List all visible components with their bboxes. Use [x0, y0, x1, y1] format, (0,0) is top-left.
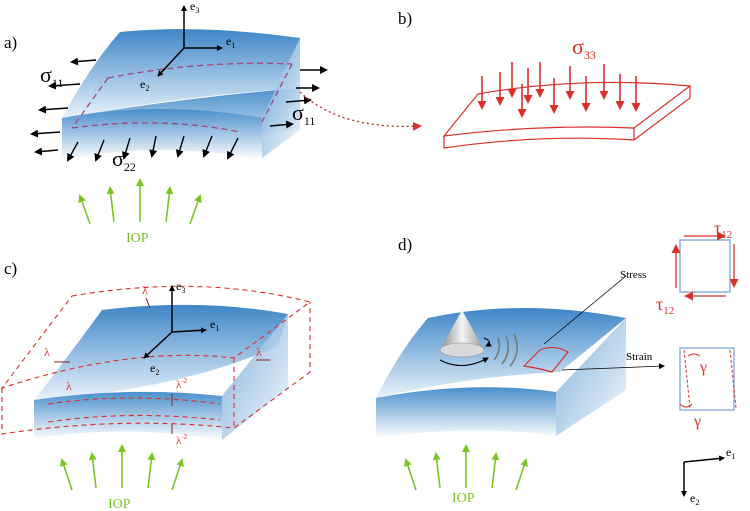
- panel-a-sigma11-left: σ11: [40, 62, 63, 90]
- panel-d-gamma-arc-top: [687, 353, 701, 357]
- panel-d-tau-bottom: τ12: [656, 294, 674, 317]
- panel-a-label: a): [4, 33, 17, 52]
- panel-c-lambda-left: λ: [44, 345, 50, 359]
- panel-b-sigma33-arrows: [477, 62, 641, 118]
- panel-a-sigma11-right: σ11: [292, 100, 315, 128]
- panel-a-e2-label: e2: [140, 77, 149, 93]
- panel-b-label: b): [398, 9, 412, 28]
- panel-a-sigma11-right-arrows: [269, 66, 328, 129]
- panel-d-e2-label: e2: [690, 491, 699, 507]
- panel-d-stress-square: [679, 239, 731, 293]
- panel-c-e2-label: e2: [150, 361, 159, 377]
- panel-a: a) e3 e1 e2: [4, 0, 422, 246]
- panel-c-iop-label: IOP: [108, 497, 131, 511]
- panel-d-e1-label: e1: [726, 445, 735, 461]
- panel-d-slab-right: [556, 318, 626, 436]
- panel-a-slab-bottom-front: [62, 109, 262, 160]
- panel-a-iop-label: IOP: [126, 231, 149, 246]
- panel-c-slab-top: [34, 304, 288, 400]
- panel-a-e3-label: e3: [190, 0, 199, 15]
- panel-c-axis-e2: [143, 331, 173, 359]
- panel-c-slab-front: [34, 391, 222, 440]
- panel-d-axis-e1: [683, 455, 725, 463]
- panel-d-slab-top: [376, 308, 626, 398]
- panel-d-gamma-arc-bottom: [679, 403, 693, 408]
- panel-d-stress-label: Stress: [620, 269, 646, 281]
- panel-d-label: d): [398, 235, 412, 254]
- panel-c-lambda-right: λ: [256, 345, 262, 359]
- panel-a-iop-arrows: [78, 178, 202, 225]
- panel-a-midsurface-dashed: [71, 62, 293, 133]
- panel-d-slab-front: [376, 387, 556, 438]
- panel-d-stress-leader: [543, 275, 627, 345]
- panel-a-sigma22: σ22: [112, 146, 136, 174]
- panel-c-lambda-top: λ: [142, 283, 148, 297]
- panel-a-axis-e2: [157, 47, 185, 77]
- panel-c-lambda-arrows: [54, 297, 270, 434]
- panel-d-shear-waves: [493, 333, 518, 367]
- panel-c-e3-label: e3: [176, 279, 185, 295]
- panel-c-lambda-inv2-upper: λ-2: [176, 377, 188, 391]
- panel-d-tau-top: τ12: [714, 218, 732, 241]
- panel-c: c) e3 e1 e2 λ λ λ λ: [0, 259, 312, 511]
- panel-d-strain-label: Strain: [626, 351, 653, 363]
- panel-c-axis-e1: [171, 327, 207, 334]
- panel-d-rotation-arrow-back: [483, 337, 492, 347]
- panel-d-cone-base: [439, 342, 485, 358]
- panel-d-strain-square: [679, 347, 735, 411]
- panel-b-sigma33: σ33: [572, 34, 596, 62]
- panel-d-strain-sheared: [683, 349, 737, 409]
- panel-d-material-element: [522, 346, 569, 373]
- panel-d: d) Stress Strain τ12: [376, 218, 739, 507]
- panel-c-lambda-front: λ: [66, 379, 72, 393]
- panel-c-deformed-outline: [0, 285, 312, 435]
- panel-a-slab-top: [62, 29, 300, 118]
- panel-d-iop-arrows: [404, 444, 528, 491]
- panel-c-e1-label: e1: [210, 317, 219, 333]
- panel-a-sigma22-arrows: [67, 135, 239, 162]
- panel-d-rotation-arrow-front: [439, 357, 489, 366]
- panel-b: b) σ33: [398, 9, 692, 149]
- panel-a-midsurface-edge: [71, 77, 109, 129]
- panel-c-slab-right: [222, 314, 288, 440]
- panel-a-to-b-connector: [299, 91, 422, 131]
- panel-d-strain-leader: [561, 363, 665, 371]
- panel-c-label: c): [4, 259, 17, 278]
- panel-d-iop-label: IOP: [452, 491, 475, 506]
- panel-a-sigma11-left-arrows: [30, 57, 97, 156]
- panel-c-lambda-inv2-lower: λ-2: [176, 433, 188, 447]
- panel-c-iop-arrows: [60, 444, 184, 491]
- panel-a-e1-label: e1: [226, 34, 235, 50]
- panel-d-gamma-top: γ: [699, 359, 707, 376]
- panel-d-gamma-bottom: γ: [693, 413, 701, 430]
- panel-d-shear-arrows: [671, 231, 739, 301]
- panel-b-slab: [442, 81, 692, 149]
